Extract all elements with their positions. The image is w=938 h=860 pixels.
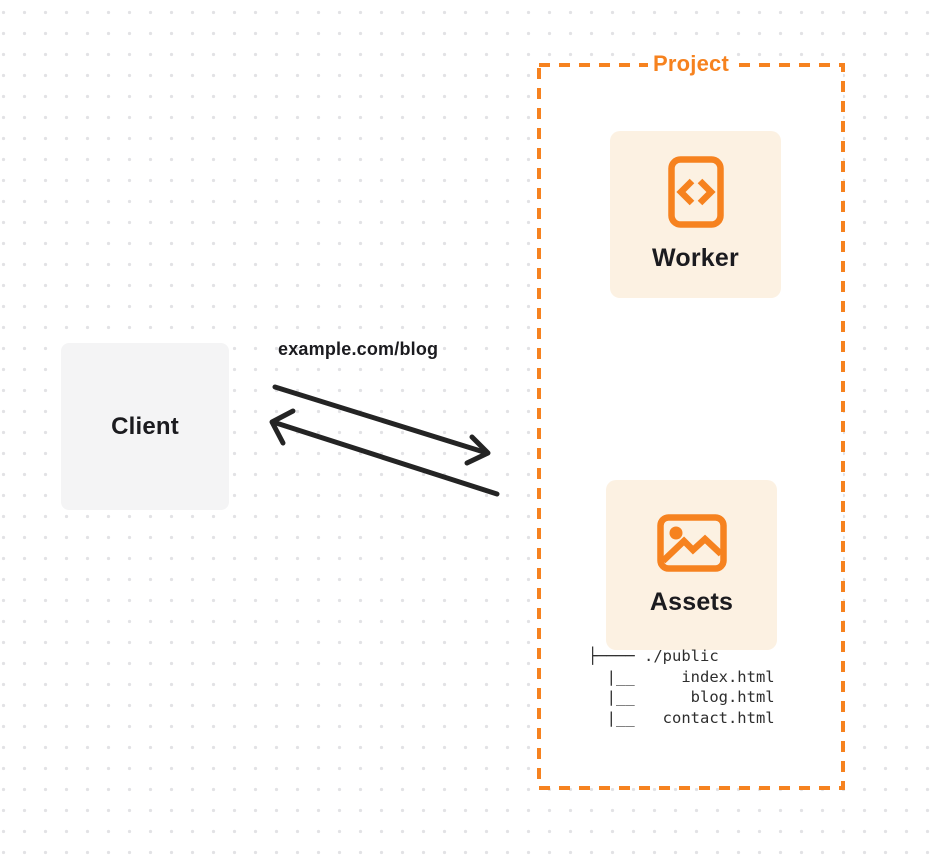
project-title: Project xyxy=(648,51,734,77)
tree-line-contact: |__ contact.html xyxy=(588,708,775,727)
worker-label: Worker xyxy=(652,244,739,272)
client-node: Client xyxy=(61,343,229,510)
project-title-row: Project xyxy=(539,51,843,77)
request-arrow xyxy=(272,384,491,466)
response-arrow xyxy=(269,408,500,497)
request-url-label: example.com/blog xyxy=(278,339,439,359)
assets-file-tree: ├──── ./public |__ index.html |__ blog.h… xyxy=(588,646,775,728)
worker-card: Worker xyxy=(610,131,781,298)
tree-line-public: ├──── ./public xyxy=(588,647,719,665)
assets-card: Assets xyxy=(606,480,777,650)
project-container: Project Worker Assets xyxy=(537,51,845,790)
code-file-icon xyxy=(667,156,724,228)
tree-line-blog: |__ blog.html xyxy=(588,688,775,706)
client-label: Client xyxy=(111,412,179,440)
project-dashed-border xyxy=(537,63,845,790)
tree-line-index: |__ index.html xyxy=(588,667,775,686)
assets-label: Assets xyxy=(649,587,734,616)
image-icon xyxy=(656,513,727,572)
